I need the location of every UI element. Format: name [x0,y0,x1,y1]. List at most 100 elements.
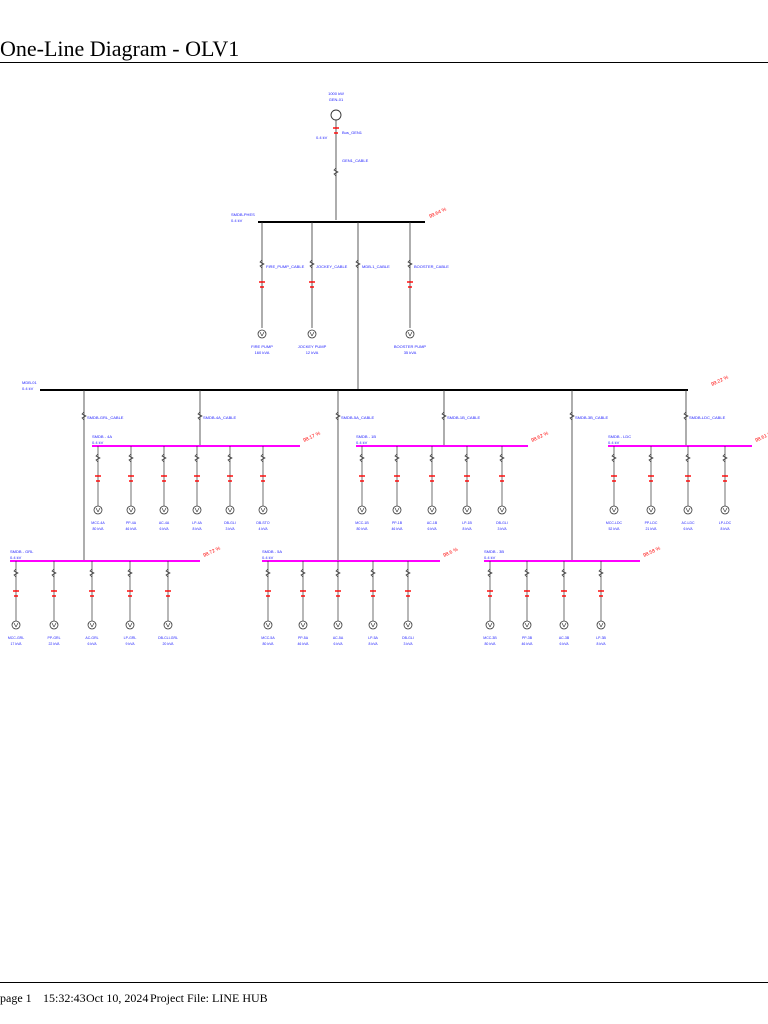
subbus-5-load-0-motor-stroke [487,622,491,628]
subbus-5-load-2-motor [559,620,569,630]
subbus-0-load-0-rating: 80 kVA [92,527,104,531]
subbus-5-load-2-name: AC-3B [559,636,570,640]
mdb-feeder-3-cable: SMDB-GRL_CABLE [87,415,124,420]
subbus-0-load-2-name: AC-4A [159,521,170,525]
subbus-2-pct: 98.61 % [754,430,768,443]
subbus-5-load-3-zig [598,568,604,578]
subbus-4-label: SMDB - 5A [262,549,282,554]
subbus-5-load-3-motor [596,620,606,630]
subbus-3-load-1-zig [51,568,57,578]
subbus-2-load-1-zig [648,453,654,463]
subbus-0-load-1-zig [128,453,134,463]
subbus-4-load-2-motor-stroke2 [337,622,341,628]
subbus-0-load-4-motor-stroke [227,507,231,513]
subbus-3-load-0-zig [13,568,19,578]
subbus-1-load-2-motor [427,505,437,515]
subbus-2-load-2-zig [685,453,691,463]
subbus-4-load-3-motor-stroke [370,622,374,628]
footer-project: Project File: LINE HUB [150,991,268,1005]
footer-date: Oct 10, 2024 [86,991,149,1005]
subbus-1-load-1-name: PP-1B [392,521,403,525]
subbus-3-load-4-motor [163,620,173,630]
subbus-3-load-4-zig [165,568,171,578]
feeder-3-motor-rating: 35 kVA [404,350,417,355]
feeder-0-motor-stroke2 [261,331,265,337]
subbus-0-load-3-name: LP-4A [192,521,202,525]
subbus-0-load-3-zig [194,453,200,463]
subbus-4-load-0-motor-stroke [265,622,269,628]
mdb-feeder-5-cable: SMDB-3B_CABLE [575,415,608,420]
subbus-0-pct: 98.17 % [302,430,322,443]
subbus-0-load-1-motor-stroke2 [130,507,134,513]
subbus-0-load-4-name: DB-GLI [224,521,236,525]
subbus-2-load-1-rating: 21 kVA [645,527,657,531]
subbus-1-label: SMDB - 1B [356,434,376,439]
subbus-1-load-4-motor-stroke2 [501,507,505,513]
feeder-0-motor-name: FIRE PUMP [251,344,273,349]
subbus-2-label: SMDB - LDC [608,434,631,439]
subbus-1-load-2-motor-stroke2 [431,507,435,513]
subbus-0-load-0-zig [95,453,101,463]
subbus-5-load-1-zig [524,568,530,578]
generator-rating: 1000 kW [328,91,344,96]
mdb-feeder-0-zig [197,411,203,421]
feeder-0-motor [257,329,267,339]
subbus-4-load-2-rating: 6 kVA [333,642,343,646]
subbus-4-load-4-name: DB-GLI [402,636,414,640]
subbus-3-pct: 98.72 % [202,545,222,558]
bus-mdb-01-label: MDB-01 [22,380,37,385]
subbus-3-load-3-name: LP-GRL [124,636,137,640]
bus-mdb-01-kv: 0.4 kV [22,386,34,391]
subbus-4-load-2-motor-stroke [335,622,339,628]
subbus-5-load-2-rating: 6 kVA [559,642,569,646]
subbus-5-load-0-motor [485,620,495,630]
feeder-1-motor-stroke [309,331,313,337]
subbus-3-load-0-motor-stroke2 [15,622,19,628]
subbus-3-load-0-name: MCC-GRL [8,636,24,640]
generator-icon [330,109,342,121]
feeder-1-zig [309,259,315,269]
mdb-feeder-0-cable: SMDB-4A_CABLE [203,415,236,420]
subbus-5-load-1-rating: 46 kVA [521,642,533,646]
subbus-0-load-5-name: DB-STO [256,521,269,525]
subbus-4-load-2-name: AC-5A [333,636,344,640]
subbus-3-load-3-motor-stroke [127,622,131,628]
subbus-1-load-1-zig [394,453,400,463]
subbus-5-load-3-name: LP-3B [596,636,606,640]
subbus-0-load-4-rating: 3 kVA [225,527,235,531]
subbus-3-load-1-motor-stroke2 [53,622,57,628]
subbus-5-load-0-rating: 80 kVA [484,642,496,646]
subbus-3-load-0-motor-stroke [13,622,17,628]
subbus-5-load-2-zig [561,568,567,578]
subbus-0-load-4-zig [227,453,233,463]
subbus-0-load-3-motor [192,505,202,515]
subbus-0-load-0-motor-stroke [95,507,99,513]
subbus-3-load-0-rating: 17 kVA [10,642,22,646]
subbus-5-load-1-motor-stroke2 [526,622,530,628]
subbus-0-load-1-motor-stroke [128,507,132,513]
feeder-0-zig [259,259,265,269]
subbus-2-load-1-motor-stroke [648,507,652,513]
subbus-2-load-1-motor-stroke2 [650,507,654,513]
subbus-3-kv: 0.4 kV [10,555,22,560]
subbus-2-load-0-rating: 52 kVA [608,527,620,531]
subbus-0-load-0-motor [93,505,103,515]
subbus-4-load-1-zig [300,568,306,578]
subbus-4-pct: 98.6 % [442,547,459,559]
subbus-4-load-0-motor [263,620,273,630]
feeder-2-zig [355,259,361,269]
subbus-4-load-3-motor-stroke2 [372,622,376,628]
subbus-1-load-0-zig [359,453,365,463]
subbus-3-load-4-name: DB-CLI-GRL [158,636,178,640]
subbus-2-load-3-motor [720,505,730,515]
subbus-0-load-0-motor-stroke2 [97,507,101,513]
footer-page: page 1 [0,991,32,1005]
mdb-feeder-1-zig [441,411,447,421]
subbus-4-load-4-rating: 3 kVA [403,642,413,646]
subbus-1-load-1-rating: 46 kVA [391,527,403,531]
feeder-3-motor-name: BOOSTER PUMP [394,344,427,349]
subbus-2-load-0-motor [609,505,619,515]
subbus-0-load-2-rating: 6 kVA [159,527,169,531]
subbus-2-kv: 0.4 kV [608,440,620,445]
